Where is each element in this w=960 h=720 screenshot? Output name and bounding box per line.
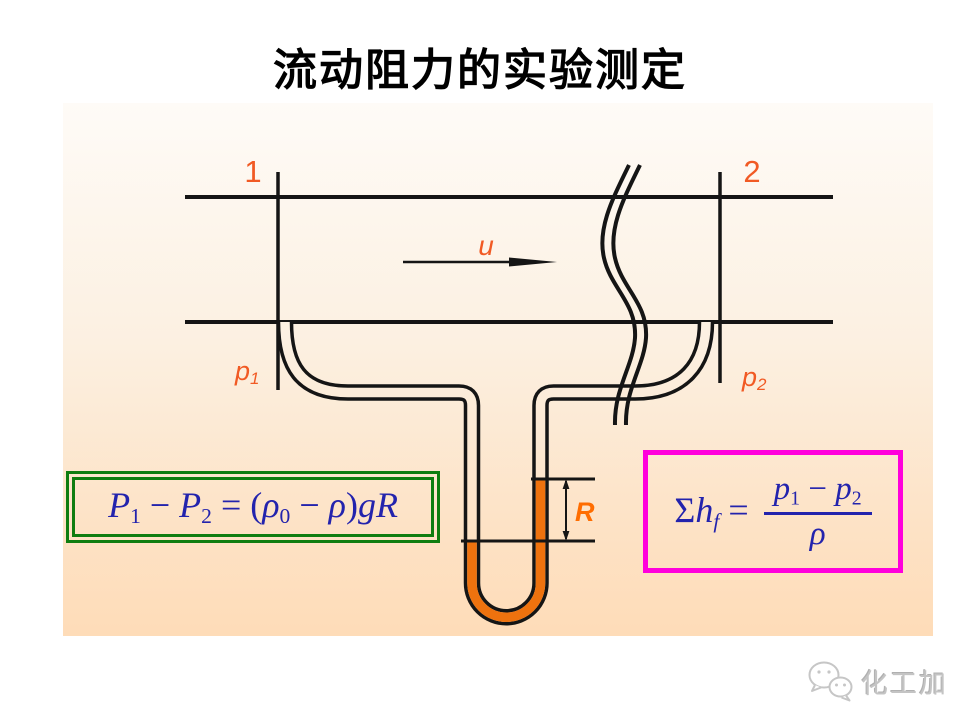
friction-loss-equation-box: Σhf = p1 − p2 ρ: [643, 450, 903, 573]
watermark-brand: 化工加: [861, 668, 948, 699]
friction-equation-fraction: p1 − p2 ρ: [763, 471, 872, 552]
friction-equation-lhs: Σhf =: [674, 489, 758, 534]
bubble-eye: [843, 683, 846, 687]
fraction-denominator: ρ: [809, 515, 826, 552]
p1-label: p1: [234, 356, 260, 388]
manometer-fluid: [467, 479, 546, 622]
bubble-eye: [817, 670, 821, 674]
flow-arrow-head: [509, 257, 557, 267]
section-2-label: 2: [743, 154, 760, 189]
diagram-panel: 1 2 u p1 p2 R: [63, 103, 933, 636]
bubble-eye: [835, 683, 838, 687]
chat-bubble-small-tail: [841, 694, 851, 702]
chat-bubble-large-tail: [811, 684, 822, 692]
wechat-icon: [808, 661, 853, 702]
page-title: 流动阻力的实验测定: [273, 46, 687, 95]
pipe-break-line-right: [611, 164, 649, 426]
manometer-equation: P1 − P2 = (ρ0 − ρ)gR: [108, 485, 398, 529]
watermark: 化工加: [805, 658, 948, 704]
diagram-background: [63, 103, 933, 636]
section-1-label: 1: [244, 154, 261, 189]
pipe-break-line-left: [600, 164, 638, 426]
reading-label: R: [575, 497, 595, 527]
r-dimension-arrow-down: [562, 531, 570, 541]
velocity-label: u: [478, 230, 494, 261]
manometer-equation-box: P1 − P2 = (ρ0 − ρ)gR: [66, 471, 440, 543]
fraction-numerator: p1 − p2: [763, 471, 872, 515]
chat-bubble-small: [828, 676, 853, 698]
r-dimension-arrow-up: [562, 479, 570, 489]
pipe-manometer-diagram: 1 2 u p1 p2 R: [63, 103, 933, 636]
bubble-eye: [827, 670, 831, 674]
p2-label: p2: [741, 362, 767, 394]
